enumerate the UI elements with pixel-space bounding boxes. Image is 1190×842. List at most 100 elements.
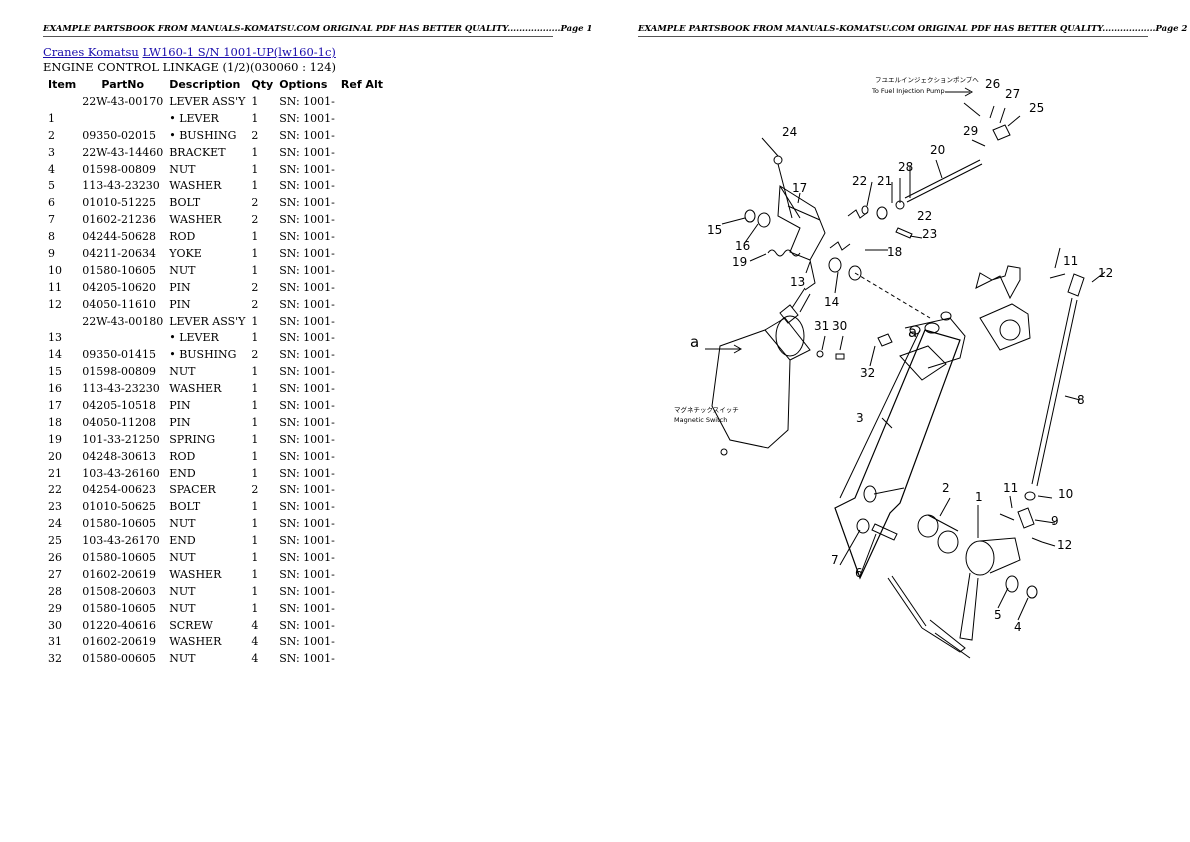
cell-qty: 1	[251, 263, 259, 277]
cell-ref-alt	[338, 177, 386, 194]
cell-partno: 01580-10605	[82, 517, 156, 531]
cell-item: 13	[48, 331, 62, 345]
cell-options: SN: 1001-	[279, 246, 335, 260]
cell-qty: 1	[251, 601, 259, 615]
cell-ref-alt	[338, 211, 386, 228]
cell-description: WASHER	[169, 635, 222, 649]
cell-partno: 01580-00605	[82, 652, 156, 666]
note-fuel-pump-jp: フユエルインジェクションポンプへ	[875, 76, 979, 84]
cell-qty: 2	[251, 483, 259, 497]
callout-label: 13	[790, 275, 805, 289]
callout-label: 5	[994, 608, 1002, 622]
cell-options: SN: 1001-	[279, 145, 335, 159]
breadcrumb-link-model[interactable]: LW160-1 S/N 1001-UP(lw160-1c)	[142, 45, 336, 59]
cell-options: SN: 1001-	[279, 432, 335, 446]
cell-options: SN: 1001-	[279, 280, 335, 294]
cell-description: PIN	[169, 398, 191, 412]
cell-description: • BUSHING	[169, 348, 237, 362]
cell-ref-alt	[338, 127, 386, 144]
cell-qty: 1	[251, 415, 259, 429]
cell-description: ROD	[169, 449, 196, 463]
cell-ref-alt	[338, 532, 386, 549]
cell-description: • BUSHING	[169, 128, 237, 142]
cell-description: NUT	[169, 162, 196, 176]
callout-label: 22	[852, 174, 867, 188]
callout-label: 21	[877, 174, 892, 188]
cell-options: SN: 1001-	[279, 382, 335, 396]
cell-description: YOKE	[169, 246, 202, 260]
callout-label: 19	[732, 255, 747, 269]
callout-label: 28	[898, 160, 913, 174]
cell-qty: 2	[251, 297, 259, 311]
cell-description: ROD	[169, 230, 196, 244]
cell-item: 21	[48, 466, 62, 480]
cell-partno: 04050-11610	[82, 297, 156, 311]
breadcrumb-link-cranes[interactable]: Cranes Komatsu	[43, 45, 139, 59]
cell-partno: 04254-00623	[82, 483, 156, 497]
cell-options: SN: 1001-	[279, 196, 335, 210]
cell-partno: 01602-20619	[82, 635, 156, 649]
cell-ref-alt	[338, 414, 386, 431]
column-header-options: Options	[279, 78, 328, 91]
cell-options: SN: 1001-	[279, 398, 335, 412]
cell-qty: 1	[251, 517, 259, 531]
cell-description: LEVER ASS'Y	[169, 314, 246, 328]
cell-ref-alt	[338, 617, 386, 634]
cell-partno: 04205-10620	[82, 280, 156, 294]
cell-ref-alt	[338, 397, 386, 414]
cell-description: • LEVER	[169, 111, 219, 125]
parts-table: Item PartNo Description Qty Options Ref …	[43, 76, 386, 667]
cell-partno: 09350-01415	[82, 348, 156, 362]
note-magnetic-switch-jp: マグネチックスイッチ	[674, 405, 739, 414]
cell-partno: 09350-02015	[82, 128, 156, 142]
cell-options: SN: 1001-	[279, 415, 335, 429]
column-header-ref-alt: Ref Alt	[340, 78, 383, 91]
callout-label: 14	[824, 295, 839, 309]
cell-qty: 1	[251, 449, 259, 463]
cell-qty: 4	[251, 652, 259, 666]
cell-ref-alt	[338, 279, 386, 296]
note-magnetic-switch-en: Magnetic Switch	[674, 416, 727, 424]
cell-item: 10	[48, 263, 62, 277]
cell-description: PIN	[169, 297, 191, 311]
cell-options: SN: 1001-	[279, 652, 335, 666]
cell-qty: 1	[251, 314, 259, 328]
cell-ref-alt	[338, 431, 386, 448]
cell-partno	[79, 329, 166, 346]
cell-partno	[79, 110, 166, 127]
cell-partno: 04211-20634	[82, 246, 156, 260]
cell-ref-alt	[338, 262, 386, 279]
cell-item: 20	[48, 449, 62, 463]
cell-partno: 01010-50625	[82, 500, 156, 514]
cell-item: 17	[48, 398, 62, 412]
callout-label: 4	[1014, 620, 1022, 634]
cell-qty: 1	[251, 365, 259, 379]
cell-qty: 2	[251, 128, 259, 142]
callout-label: 1	[975, 490, 983, 504]
cell-ref-alt	[338, 363, 386, 380]
cell-partno: 04248-30613	[82, 449, 156, 463]
cell-options: SN: 1001-	[279, 162, 335, 176]
cell-ref-alt	[338, 650, 386, 667]
cell-partno: 01508-20603	[82, 584, 156, 598]
cell-item: 15	[48, 365, 62, 379]
callout-label: 8	[1077, 393, 1085, 407]
cell-description: NUT	[169, 550, 196, 564]
cell-item: 1	[48, 111, 55, 125]
cell-qty: 2	[251, 348, 259, 362]
cell-description: BOLT	[169, 500, 201, 514]
cell-qty: 1	[251, 179, 259, 193]
cell-description: SPACER	[169, 483, 216, 497]
callout-label: 24	[782, 125, 797, 139]
